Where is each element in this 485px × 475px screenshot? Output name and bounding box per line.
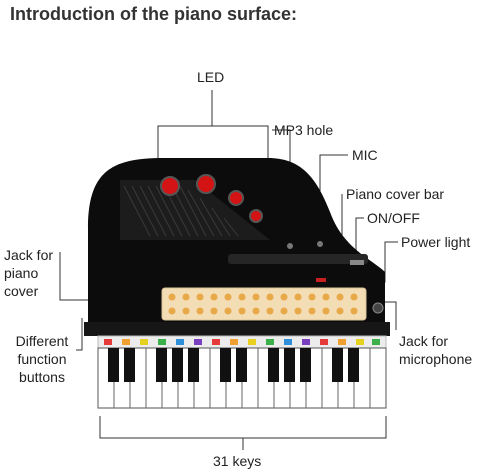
label-function-buttons: Different function buttons bbox=[8, 332, 76, 386]
keys-leader bbox=[99, 416, 387, 439]
label-function-buttons-line2: function bbox=[17, 351, 67, 367]
label-function-buttons-line1: Different bbox=[15, 333, 69, 349]
label-jack-piano-cover: Jack for piano cover bbox=[4, 246, 53, 300]
label-led: LED bbox=[197, 69, 225, 85]
label-31-keys: 31 keys bbox=[213, 453, 262, 469]
function-panel bbox=[161, 287, 367, 321]
keyboard bbox=[97, 335, 387, 409]
label-jack-microphone-line1: Jack for bbox=[399, 333, 449, 349]
led-leader bbox=[157, 125, 269, 162]
label-piano-cover-bar: Piano cover bar bbox=[346, 186, 445, 202]
ports bbox=[287, 241, 384, 314]
black-keys bbox=[108, 348, 359, 382]
led-lights bbox=[160, 174, 263, 223]
label-on-off: ON/OFF bbox=[367, 210, 420, 226]
jack-cover-leader bbox=[59, 252, 98, 301]
label-mic: MIC bbox=[352, 147, 378, 163]
label-function-buttons-line3: buttons bbox=[19, 369, 65, 385]
label-mp3-hole: MP3 hole bbox=[274, 122, 334, 138]
label-power-light: Power light bbox=[401, 234, 471, 250]
label-jack-piano-cover-line1: Jack for bbox=[4, 247, 54, 263]
label-jack-piano-cover-line3: cover bbox=[4, 283, 39, 299]
jack-mic-leader bbox=[380, 301, 397, 330]
label-jack-piano-cover-line2: piano bbox=[4, 265, 39, 281]
key-color-strip bbox=[104, 339, 380, 345]
diagram-title: Introduction of the piano surface: bbox=[10, 4, 297, 24]
onoff-leader bbox=[355, 217, 364, 262]
label-jack-microphone: Jack for microphone bbox=[399, 332, 472, 368]
function-leader bbox=[76, 318, 83, 351]
piano-body bbox=[84, 158, 390, 336]
label-jack-microphone-line2: microphone bbox=[399, 351, 473, 367]
